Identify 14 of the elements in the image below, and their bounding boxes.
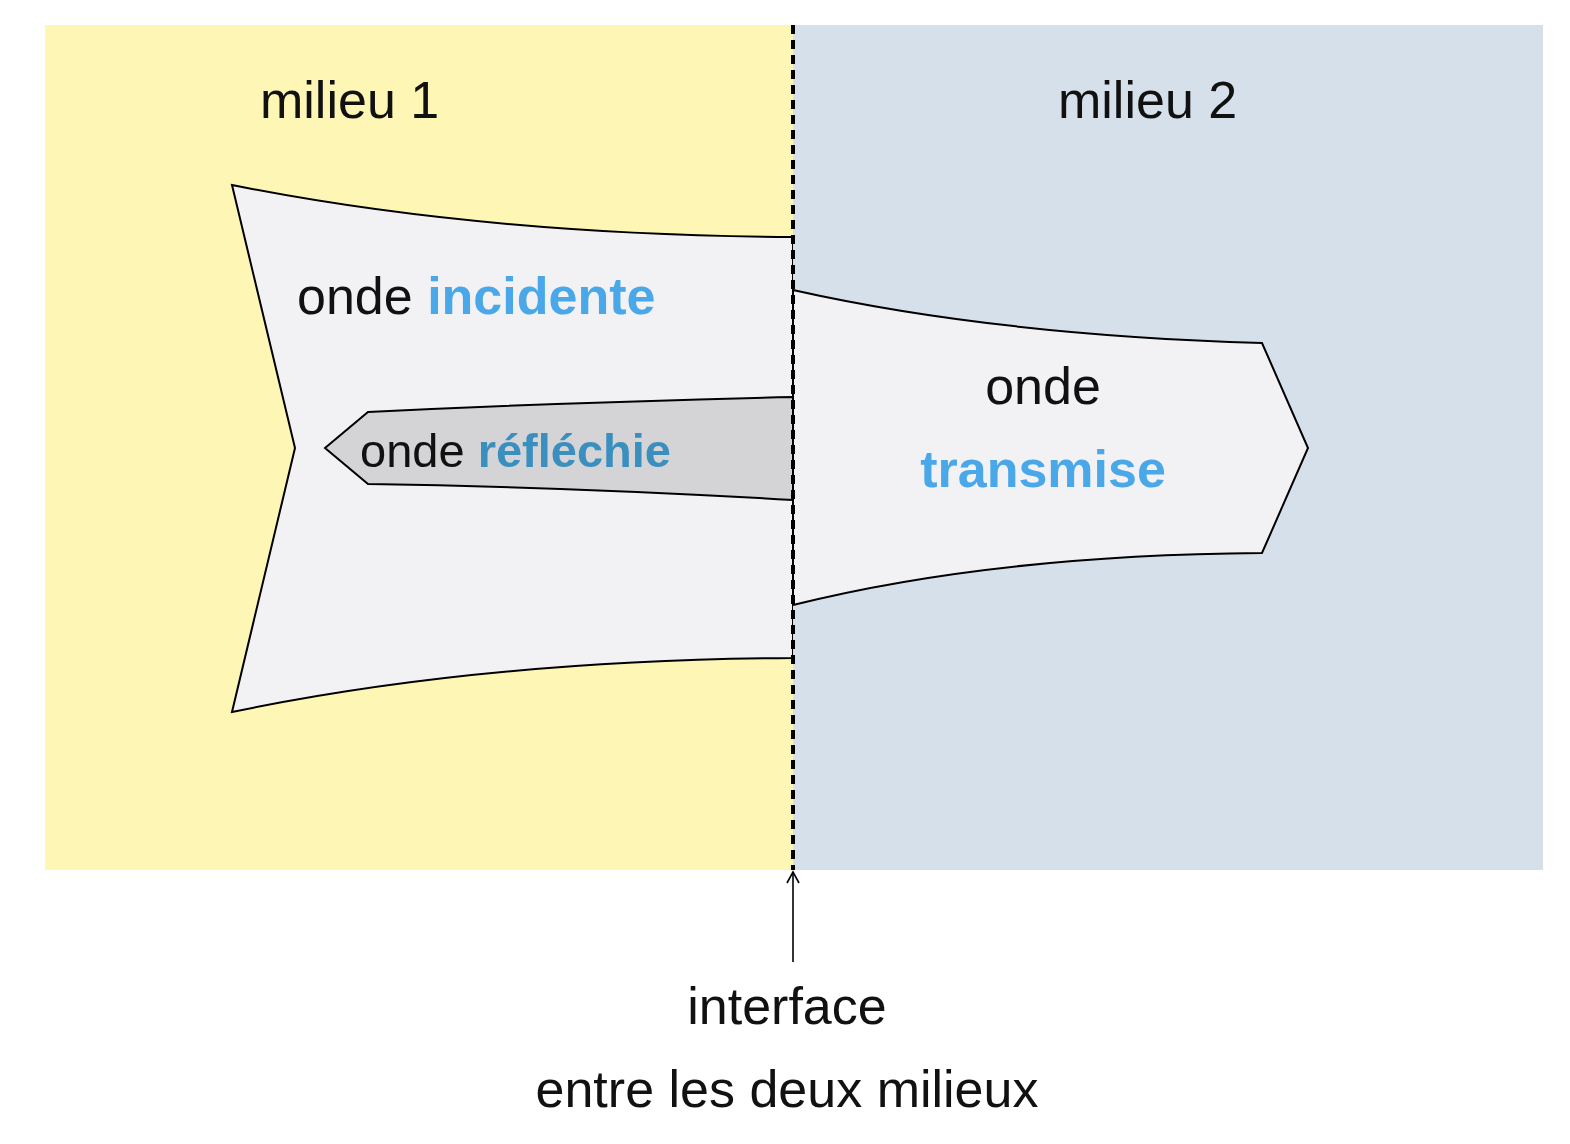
caption-text: interface [686,976,888,1037]
caption-text: entre les deux milieux [534,1059,1040,1120]
wave-label: onde transmise [919,356,1167,500]
region-label: milieu 2 [1058,70,1239,130]
wave-arrow-shape [325,397,793,500]
leader-arrow [786,871,800,963]
wave-label: onde réfléchie [360,423,672,479]
wave-label: onde incidente [297,266,657,326]
region-label: milieu 1 [260,70,441,130]
wave-arrow-shape [232,185,793,712]
medium-region [793,25,1543,870]
medium-region [45,25,793,870]
interface-line [790,25,796,870]
wave-arrow-shape [793,290,1308,605]
